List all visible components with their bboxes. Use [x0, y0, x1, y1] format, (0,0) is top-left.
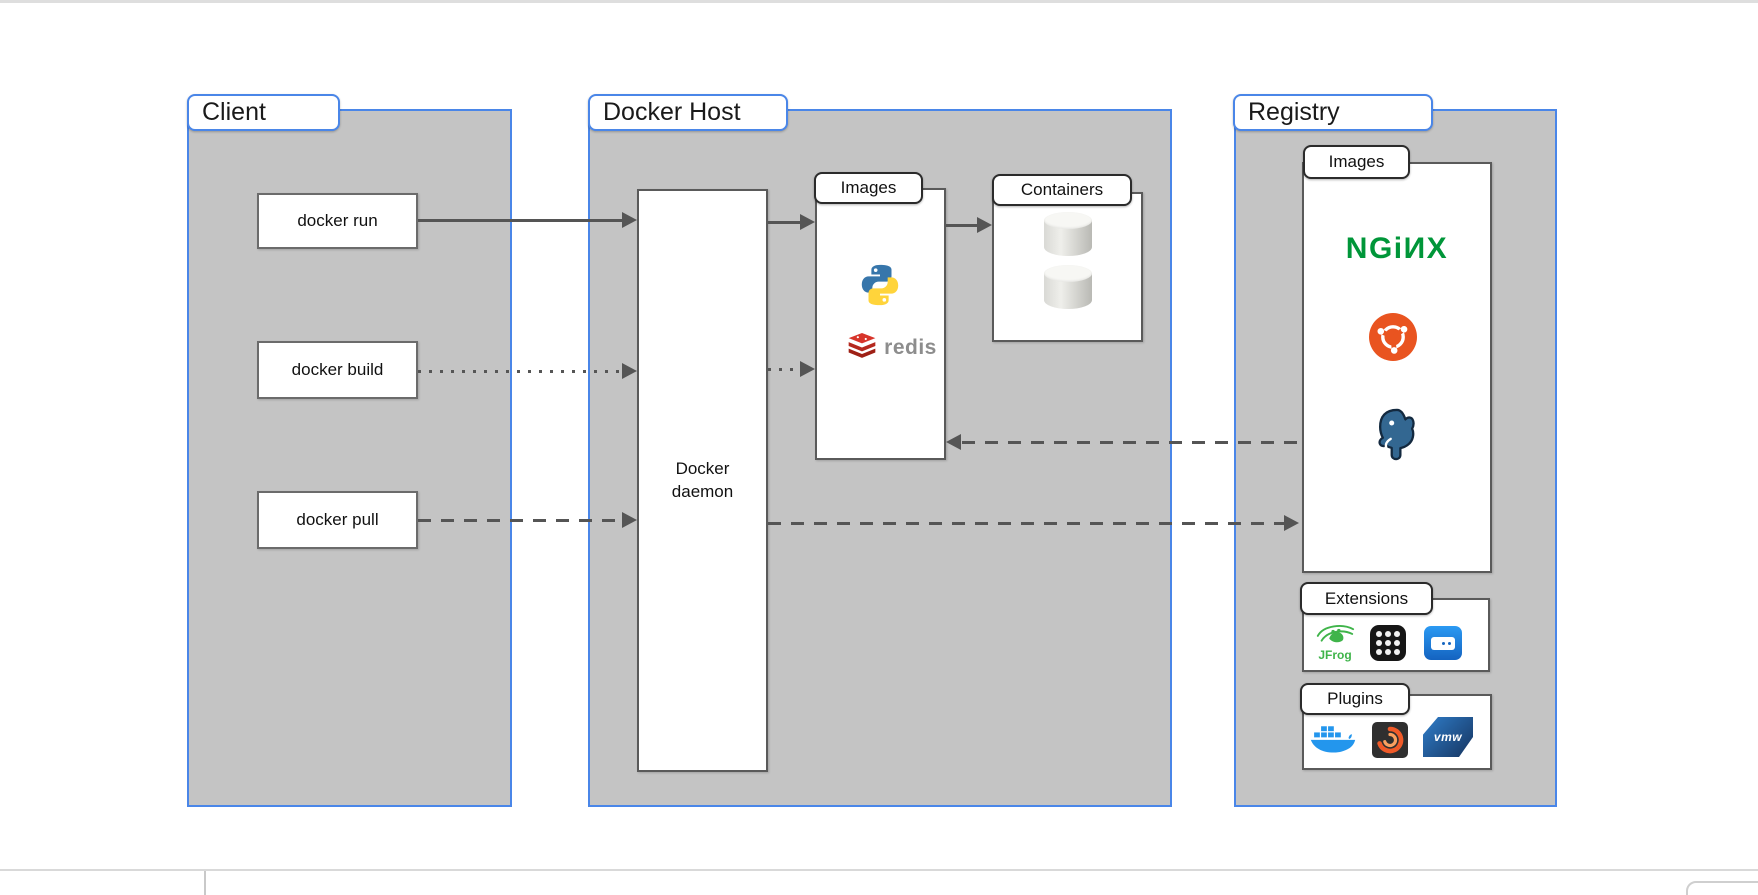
arrow-daemon-to-registry	[768, 522, 1284, 525]
docker-whale-plugin-icon	[1310, 720, 1356, 758]
plugins-label-text: Plugins	[1327, 689, 1383, 708]
arrowhead-daemon-to-images-dotted	[800, 361, 815, 377]
grafana-plugin-icon	[1372, 722, 1408, 758]
host-images-label: Images	[814, 172, 923, 204]
client-section-label: Client	[187, 94, 340, 131]
registry-title: Registry	[1248, 98, 1340, 126]
arrow-daemon-to-images	[768, 221, 800, 224]
host-images-box	[815, 188, 946, 460]
containers-label-text: Containers	[1020, 180, 1104, 199]
registry-images-box	[1302, 162, 1492, 573]
arrow-daemon-to-images-dotted	[768, 368, 800, 371]
docker-host-section-label: Docker Host	[588, 94, 788, 131]
arrow-run-to-daemon	[418, 219, 622, 222]
nginx-logo: NGiИX	[1307, 230, 1487, 268]
docker-daemon-label: Docker daemon	[671, 458, 734, 501]
jfrog-logo-text: JFrog	[1318, 647, 1352, 662]
vmware-logo-text: vmw	[1433, 730, 1463, 744]
arrow-pull-to-daemon	[418, 519, 622, 522]
docker-run-label: docker run	[297, 211, 378, 230]
docker-pull-label: docker pull	[296, 510, 379, 529]
docker-daemon-box: Docker daemon	[637, 189, 768, 772]
arrowhead-build-to-daemon	[622, 363, 637, 379]
arrow-build-to-daemon	[418, 370, 622, 373]
registry-images-label: Images	[1303, 145, 1410, 179]
nginx-logo-text: NGiИX	[1345, 232, 1449, 265]
jfrog-logo: JFrog	[1309, 616, 1361, 664]
registry-images-label-text: Images	[1328, 152, 1385, 171]
docker-run-box: docker run	[257, 193, 418, 249]
python-logo-icon	[857, 262, 903, 308]
arrowhead-registry-to-images	[946, 434, 961, 450]
bottom-right-button[interactable]	[1686, 881, 1758, 895]
arrow-registry-to-images	[962, 441, 1302, 444]
bottom-divider-line	[0, 869, 1758, 871]
redis-logo: redis	[836, 333, 948, 363]
docker-pull-box: docker pull	[257, 491, 418, 549]
arrowhead-run-to-daemon	[622, 212, 637, 228]
jfrog-frog-icon	[1314, 620, 1356, 651]
host-images-label-text: Images	[840, 178, 897, 197]
arrow-images-to-containers	[946, 224, 977, 227]
docker-build-box: docker build	[257, 341, 418, 399]
extensions-label-text: Extensions	[1324, 588, 1409, 608]
top-divider-line	[0, 0, 1758, 3]
plugins-label: Plugins	[1300, 683, 1410, 715]
arrowhead-daemon-to-registry	[1284, 515, 1299, 531]
registry-section-label: Registry	[1233, 94, 1433, 131]
arrowhead-daemon-to-images	[800, 214, 815, 230]
redis-stack-icon	[847, 332, 877, 364]
container-cylinder-icon	[1044, 212, 1092, 262]
bottom-ruler-tick	[204, 871, 206, 895]
blue-server-extension-icon	[1424, 626, 1462, 660]
containers-label: Containers	[992, 174, 1132, 206]
client-title: Client	[202, 98, 266, 126]
ubuntu-logo-icon	[1368, 312, 1418, 362]
dot-grid-extension-icon	[1370, 625, 1406, 661]
docker-build-label: docker build	[291, 360, 384, 379]
postgresql-logo-icon	[1371, 406, 1423, 464]
container-cylinder-icon	[1044, 265, 1092, 315]
redis-logo-text: redis	[884, 336, 937, 359]
arrowhead-pull-to-daemon	[622, 512, 637, 528]
arrowhead-images-to-containers	[977, 217, 992, 233]
docker-host-title: Docker Host	[603, 98, 741, 126]
extensions-label: Extensions	[1300, 582, 1433, 615]
